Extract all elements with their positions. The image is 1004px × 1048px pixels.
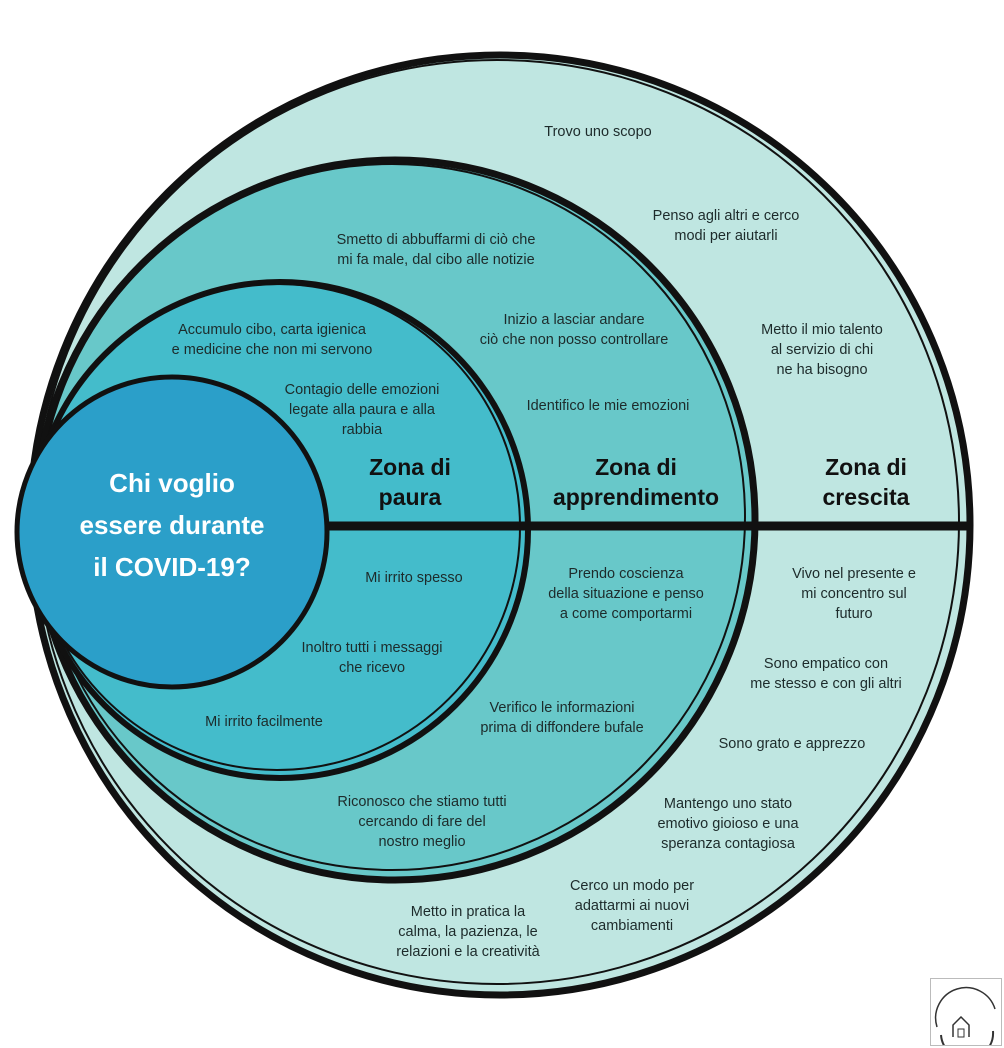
- growth-item: Vivo nel presente e mi concentro sul fut…: [792, 566, 916, 622]
- growth-item: Cerco un modo per adattarmi ai nuovi cam…: [569, 878, 695, 934]
- learning-item: Riconosco che stiamo tutti cercando di f…: [337, 794, 507, 850]
- center-question: Chi voglio essere durante il COVID-19?: [79, 468, 265, 582]
- growth-item: Mantengo uno stato emotivo gioioso e una…: [657, 796, 799, 852]
- growth-item: Penso agli altri e cerco modi per aiutar…: [652, 208, 800, 244]
- learning-item: Inizio a lasciar andare ciò che non poss…: [479, 312, 669, 348]
- growth-item: Sono grato e apprezzo: [718, 736, 866, 752]
- zone-title-learning: Zona di apprendimento: [552, 454, 720, 510]
- growth-item: Trovo uno scopo: [544, 124, 652, 140]
- growth-item: Sono empatico con me stesso e con gli al…: [750, 656, 902, 692]
- learning-item: Smetto di abbuffarmi di ciò che mi fa ma…: [336, 232, 536, 268]
- fear-item: Inoltro tutti i messaggi che ricevo: [301, 640, 443, 676]
- growth-item: Metto in pratica la calma, la pazienza, …: [396, 904, 540, 960]
- fear-item: Accumulo cibo, carta igienica e medicine…: [171, 322, 373, 358]
- zone-title-fear: Zona di paura: [369, 454, 451, 510]
- growth-item: Metto il mio talento al servizio di chi …: [761, 322, 883, 378]
- zone-title-growth: Zona di crescita: [822, 454, 910, 510]
- organization-logo: [930, 978, 1002, 1046]
- learning-item: Identifico le mie emozioni: [526, 398, 690, 414]
- center-circle: [14, 374, 330, 690]
- fear-item: Mi irrito facilmente: [205, 714, 323, 730]
- fear-item: Contagio delle emozioni legate alla paur…: [284, 382, 440, 438]
- learning-item: Prendo coscienza della situazione e pens…: [548, 566, 704, 622]
- learning-item: Verifico le informazioni prima di diffon…: [480, 700, 644, 736]
- house-logo-icon: [934, 986, 996, 1045]
- fear-item: Mi irrito spesso: [365, 570, 463, 586]
